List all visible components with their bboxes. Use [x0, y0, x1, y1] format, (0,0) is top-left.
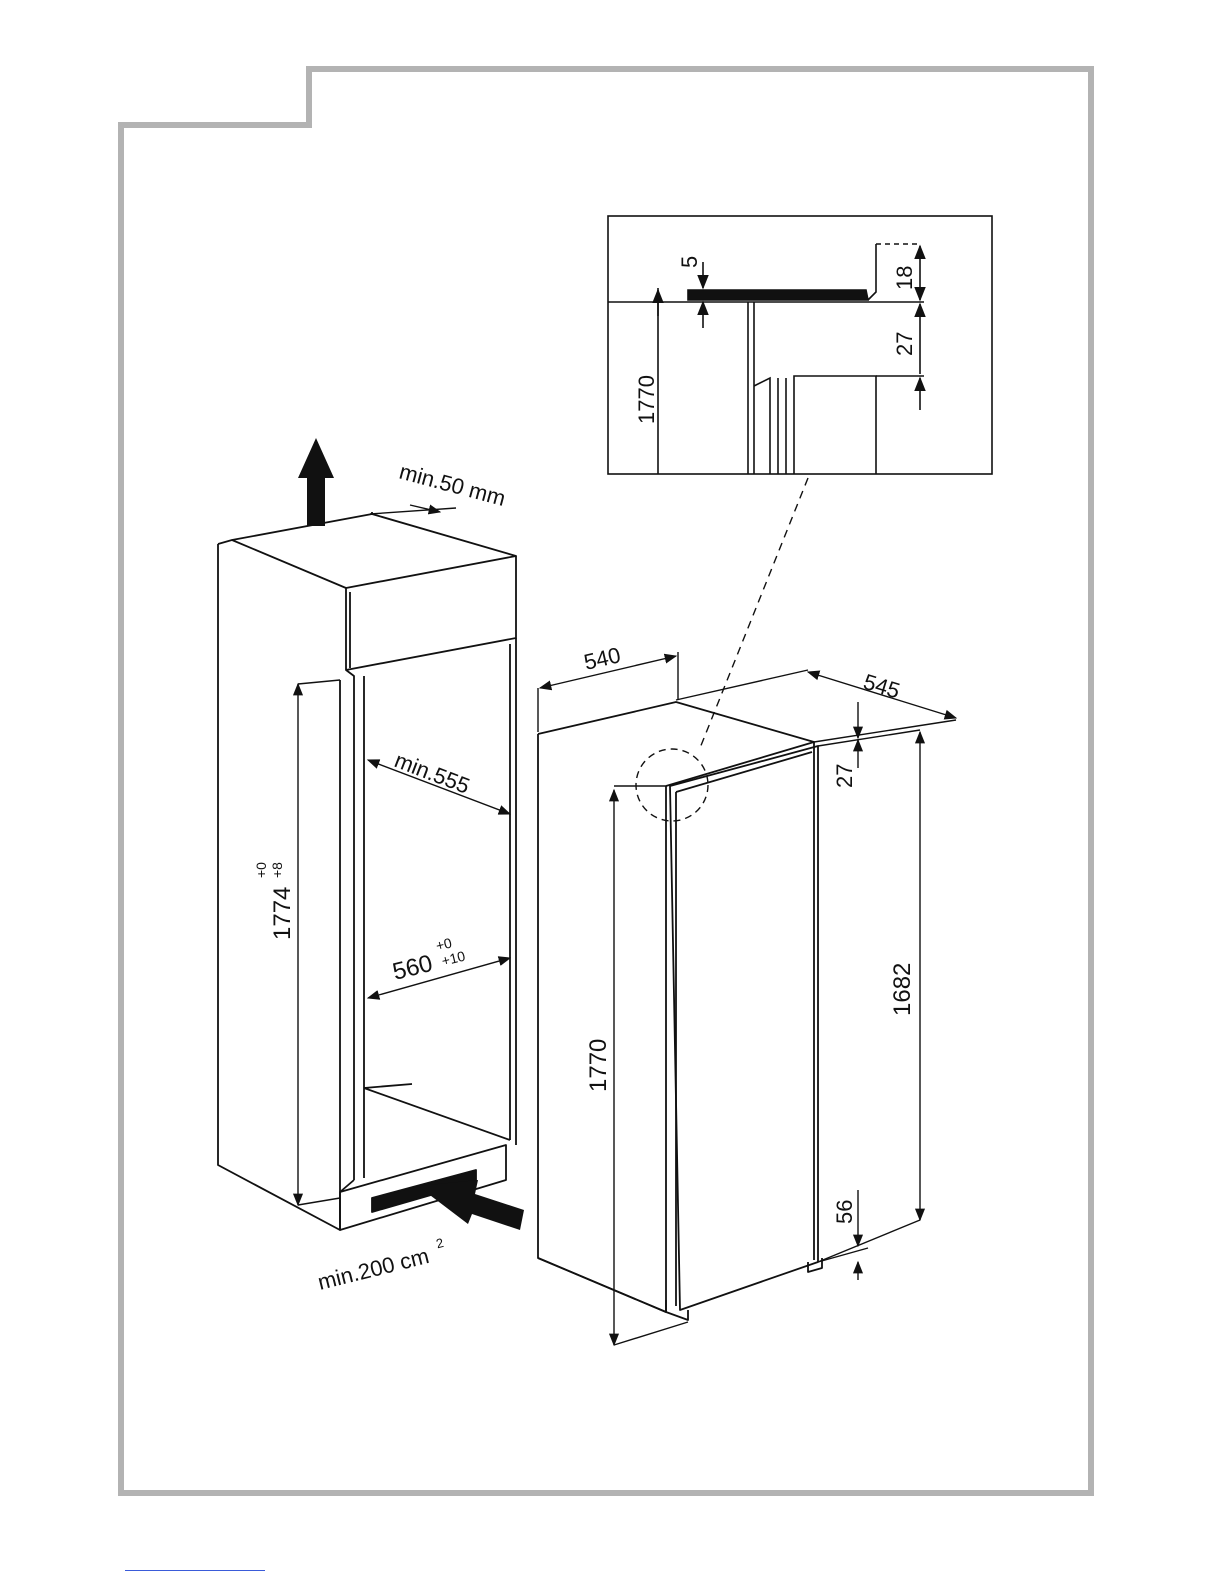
airflow-in-arrow — [418, 1180, 524, 1230]
inset-border — [608, 216, 992, 474]
inset-dim-1770: 1770 — [634, 375, 659, 424]
inset-dim-27: 27 — [892, 332, 917, 356]
niche-vent-label: min.200 cm 2 — [314, 1235, 448, 1295]
footer-link-underline[interactable] — [125, 1570, 265, 1571]
airflow-up-arrow — [298, 438, 334, 526]
appliance-dim-depth: 545 — [861, 669, 903, 704]
niche-dim-depth: min.555 — [391, 747, 473, 798]
niche-dim-vent-sup: 2 — [435, 1235, 446, 1251]
appliance-dim-height: 1770 — [585, 1039, 612, 1092]
niche-dimensions — [298, 505, 510, 1205]
niche-width-label: 560 +0 +10 — [388, 932, 469, 986]
niche-dim-airflow-top: min.50 mm — [397, 459, 509, 511]
niche-dim-height-tol-lower: +8 — [269, 862, 285, 878]
detail-inset — [608, 216, 992, 474]
niche-dim-height-tol-upper: +0 — [253, 862, 269, 878]
door-hinge-plate — [688, 290, 868, 300]
niche-dim-vent: min.200 cm — [315, 1243, 431, 1295]
appliance-dim-door-height: 1682 — [889, 963, 916, 1016]
appliance-dim-bottom-gap: 56 — [832, 1200, 857, 1224]
inset-dim-5: 5 — [677, 256, 702, 268]
appliance-dim-top-gap: 27 — [832, 764, 857, 788]
inset-dim-18: 18 — [892, 266, 917, 290]
appliance-body — [538, 702, 822, 1320]
niche-dim-height: 1774 — [269, 887, 296, 940]
niche-height-label: 1774 +0 +8 — [253, 862, 296, 940]
detail-leader — [700, 478, 808, 748]
